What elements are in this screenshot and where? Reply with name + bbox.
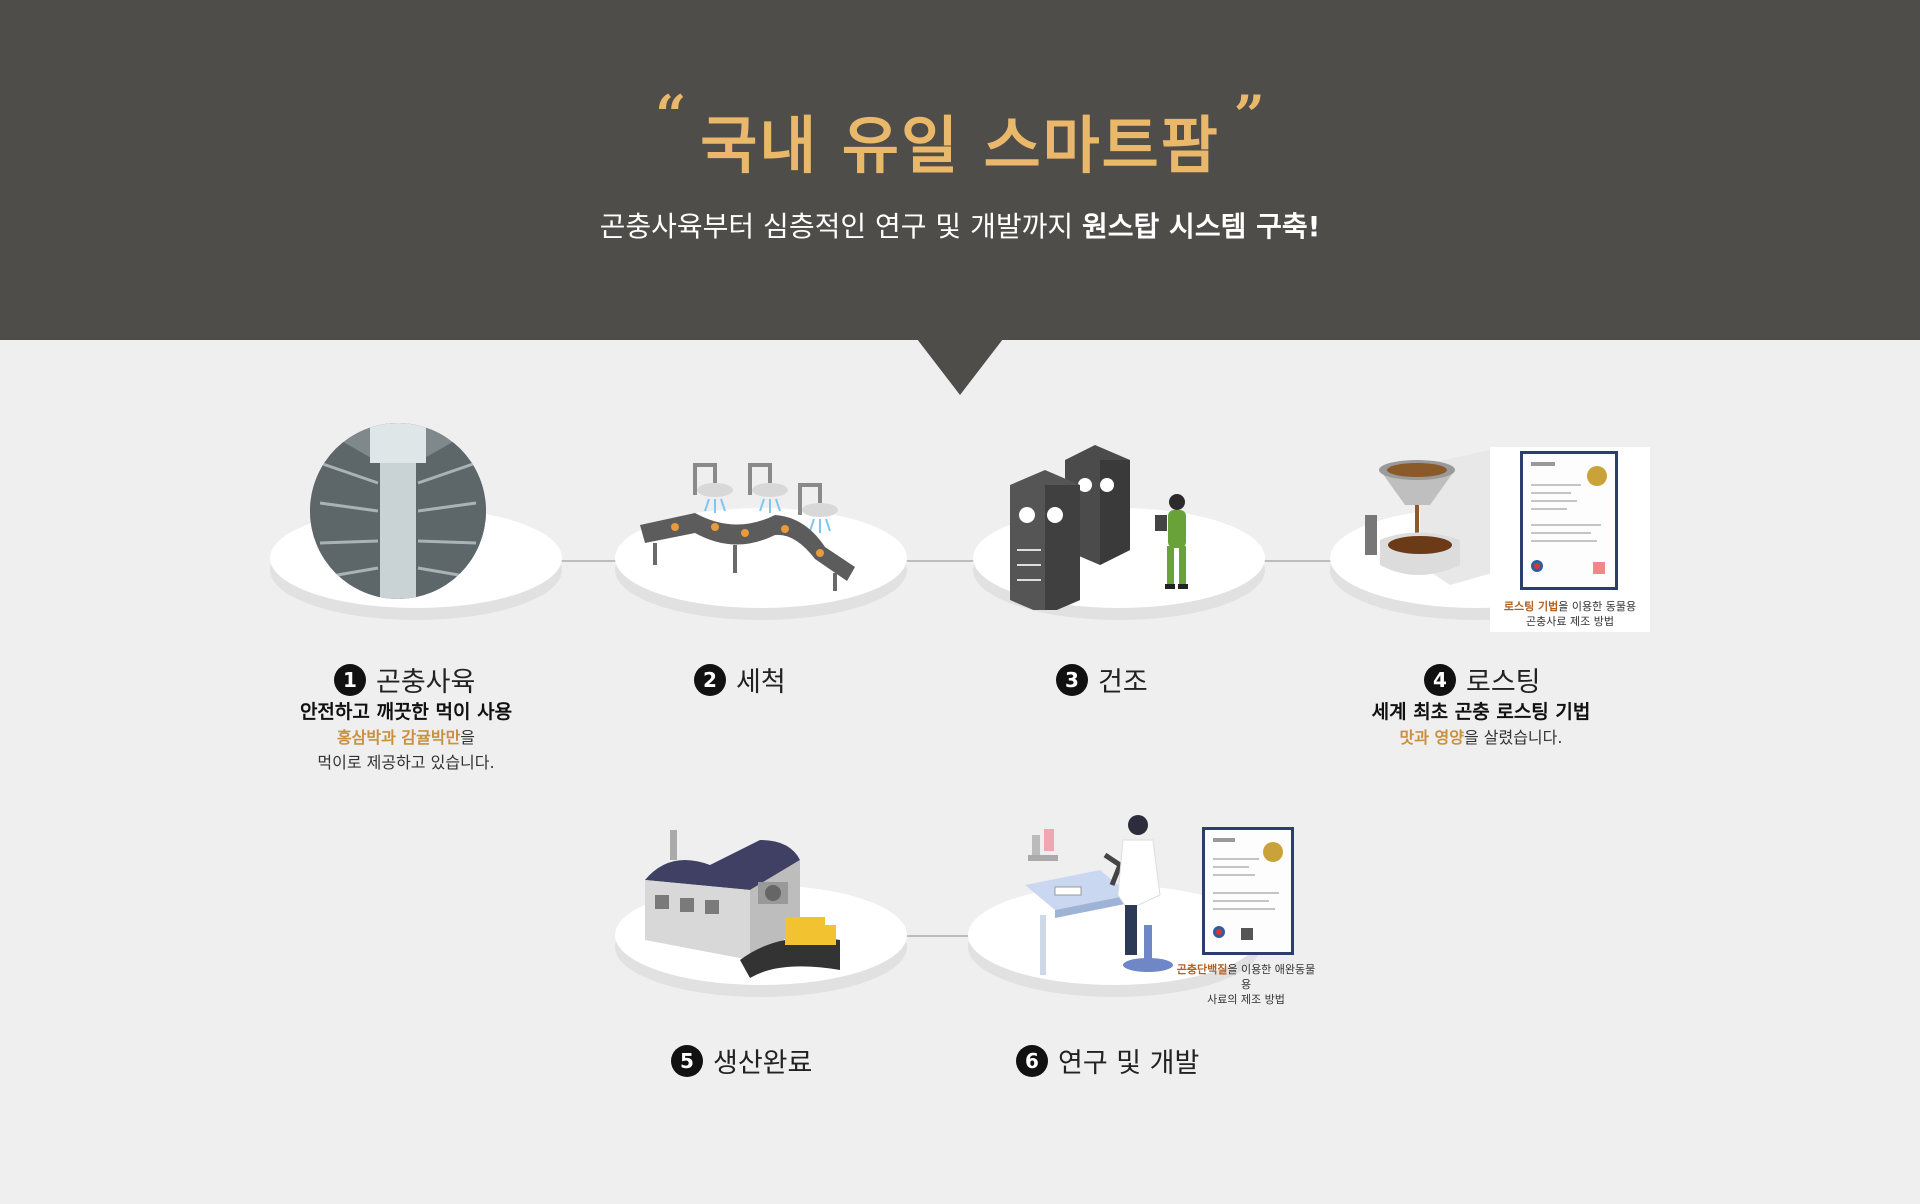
step-2-title: 2 세척	[694, 660, 786, 699]
farm-photo-image	[310, 423, 486, 599]
patent-certificate-image	[1202, 827, 1294, 955]
step-title-text: 생산완료	[713, 1048, 813, 1079]
step-1-highlight-line: 홍삼박과 감귤박만을	[336, 728, 476, 747]
step-1-detail: 먹이로 제공하고 있습니다.	[317, 753, 495, 772]
subtitle-bold: 원스탑 시스템 구축!	[1082, 210, 1321, 243]
step-title-text: 연구 및 개발	[1058, 1048, 1200, 1079]
lab-researcher-illustration	[1025, 815, 1173, 975]
step-title-text: 건조	[1098, 667, 1148, 698]
step-title-text: 세척	[736, 667, 786, 698]
patent-card-rnd: 곤충단백질을 이용한 애완동물용 사료의 제조 방법	[1172, 822, 1320, 1006]
step-number-badge: 6	[1016, 1044, 1048, 1077]
step-1-description: 안전하고 깨끗한 먹이 사용 홍삼박과 감귤박만을 먹이로 제공하고 있습니다.	[246, 700, 566, 775]
step-4-description: 세계 최초 곤충 로스팅 기법 맛과 영양을 살렸습니다.	[1321, 700, 1641, 750]
patent-caption-roasting: 로스팅 기법을 이용한 동물용 곤충사료 제조 방법	[1503, 600, 1637, 628]
factory-truck-illustration	[645, 830, 840, 978]
patent-card-roasting: 로스팅 기법을 이용한 동물용 곤충사료 제조 방법	[1490, 447, 1650, 632]
step-4-title: 4 로스팅	[1424, 660, 1541, 699]
hero-title: “국내 유일 스마트팜”	[0, 88, 1920, 185]
hero-subtitle: 곤충사육부터 심층적인 연구 및 개발까지 원스탑 시스템 구축!	[0, 205, 1920, 245]
subtitle-plain: 곤충사육부터 심층적인 연구 및 개발까지	[599, 210, 1083, 243]
hero-title-text: 국내 유일 스마트팜	[700, 109, 1220, 182]
step-5-title: 5 생산완료	[671, 1041, 812, 1080]
step-1-headline: 안전하고 깨끗한 먹이 사용	[299, 701, 513, 723]
step-number-badge: 5	[671, 1044, 703, 1077]
patent-caption-rnd: 곤충단백질을 이용한 애완동물용 사료의 제조 방법	[1176, 963, 1316, 1006]
drying-machine-illustration	[1010, 445, 1188, 610]
close-quote: ”	[1233, 83, 1265, 147]
open-quote: “	[655, 83, 687, 147]
step-title-text: 곤충사육	[376, 667, 476, 698]
patent-certificate-image	[1520, 451, 1618, 590]
process-connector-row2	[869, 935, 977, 937]
step-6-title: 6 연구 및 개발	[1016, 1041, 1199, 1080]
washing-conveyor-illustration	[640, 463, 855, 591]
step-number-badge: 4	[1424, 663, 1456, 696]
step-number-badge: 1	[334, 663, 366, 696]
step-number-badge: 2	[694, 663, 726, 696]
step-3-title: 3 건조	[1056, 660, 1148, 699]
down-arrow-pointer	[917, 339, 1003, 395]
step-title-text: 로스팅	[1466, 667, 1541, 698]
hero-banner: “국내 유일 스마트팜” 곤충사육부터 심층적인 연구 및 개발까지 원스탑 시…	[0, 0, 1920, 340]
step-4-headline: 세계 최초 곤충 로스팅 기법	[1371, 701, 1591, 723]
step-4-highlight-line: 맛과 영양을 살렸습니다.	[1399, 728, 1563, 747]
step-1-title: 1 곤충사육	[334, 660, 475, 699]
step-number-badge: 3	[1056, 663, 1088, 696]
